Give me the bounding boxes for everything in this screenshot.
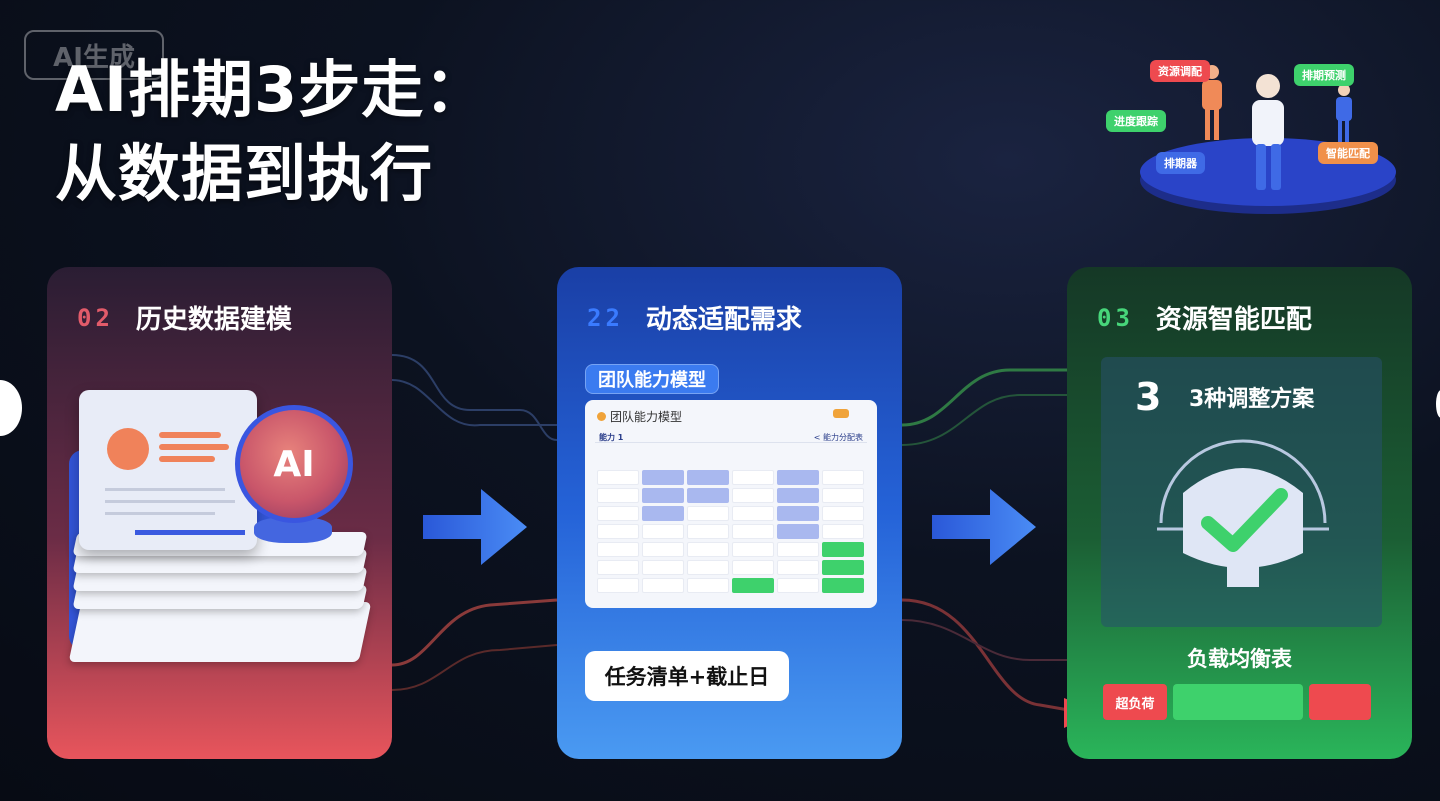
step-number: 03 bbox=[1097, 303, 1134, 332]
page-title: AI排期3步走： 从数据到执行 bbox=[55, 48, 487, 216]
arrow-right-icon bbox=[423, 489, 527, 565]
step-number: 02 bbox=[77, 303, 114, 332]
document-icon bbox=[79, 390, 257, 550]
panel-count: 3 bbox=[1135, 375, 1162, 419]
ai-generated-badge: AI生成 bbox=[24, 30, 164, 80]
title-line-1: AI排期3步走： bbox=[55, 53, 488, 126]
card-header: 02 历史数据建模 bbox=[77, 299, 292, 336]
step-number: 22 bbox=[587, 303, 624, 332]
tag-scheduler: 排期器 bbox=[1156, 152, 1205, 174]
paper-stack bbox=[68, 602, 372, 662]
overload-bar: 超负荷 bbox=[1103, 684, 1167, 720]
balanced-bar bbox=[1173, 684, 1303, 720]
step-card-historical-modeling: 02 历史数据建模 AI bbox=[47, 267, 392, 759]
sheet-sub-right: < 能力分配表 bbox=[813, 433, 863, 442]
right-edge-dot bbox=[1436, 390, 1440, 418]
load-balance-label: 负载均衡表 bbox=[1187, 647, 1292, 671]
tag-tracking: 进度跟踪 bbox=[1106, 110, 1166, 132]
sheet-sub-left: 能力 1 bbox=[599, 433, 624, 442]
team-illustration: 资源调配 排期预测 进度跟踪 排期器 智能匹配 bbox=[1106, 48, 1420, 228]
title-line-2: 从数据到执行 bbox=[55, 137, 434, 210]
tag-forecast: 排期预测 bbox=[1294, 64, 1354, 86]
sheet-tag bbox=[833, 409, 849, 418]
step-title: 历史数据建模 bbox=[135, 305, 292, 335]
team-model-pill: 团队能力模型 bbox=[585, 364, 719, 394]
panel-text: 3种调整方案 bbox=[1189, 387, 1315, 412]
check-monitor-icon bbox=[1157, 439, 1329, 587]
step-title: 资源智能匹配 bbox=[1155, 305, 1312, 335]
tag-matching: 智能匹配 bbox=[1318, 142, 1378, 164]
arrow-right-icon-2 bbox=[932, 489, 1036, 565]
card-header: 22 动态适配需求 bbox=[587, 299, 802, 336]
card-header: 03 资源智能匹配 bbox=[1097, 299, 1312, 336]
sheet-title: 团队能力模型 bbox=[597, 408, 682, 425]
overload-bar-2 bbox=[1309, 684, 1371, 720]
adjustment-panel: 3 3种调整方案 bbox=[1101, 357, 1382, 627]
step-card-dynamic-adaptation: 22 动态适配需求 团队能力模型 团队能力模型 能力 1 < 能力分配表 任务清… bbox=[557, 267, 902, 759]
task-list-button[interactable]: 任务清单+截止日 bbox=[585, 651, 789, 701]
step-title: 动态适配需求 bbox=[645, 305, 802, 335]
ai-brain-label: AI bbox=[273, 443, 315, 485]
sheet-title-text: 团队能力模型 bbox=[610, 410, 683, 424]
schedule-sheet: 团队能力模型 能力 1 < 能力分配表 bbox=[585, 400, 877, 608]
tag-resource: 资源调配 bbox=[1150, 60, 1210, 82]
step-card-resource-matching: 03 资源智能匹配 3 3种调整方案 负载均衡表 超负荷 bbox=[1067, 267, 1412, 759]
left-edge-dot bbox=[0, 380, 22, 436]
ai-brain-icon: AI bbox=[235, 405, 353, 523]
circle-icon bbox=[597, 412, 606, 421]
